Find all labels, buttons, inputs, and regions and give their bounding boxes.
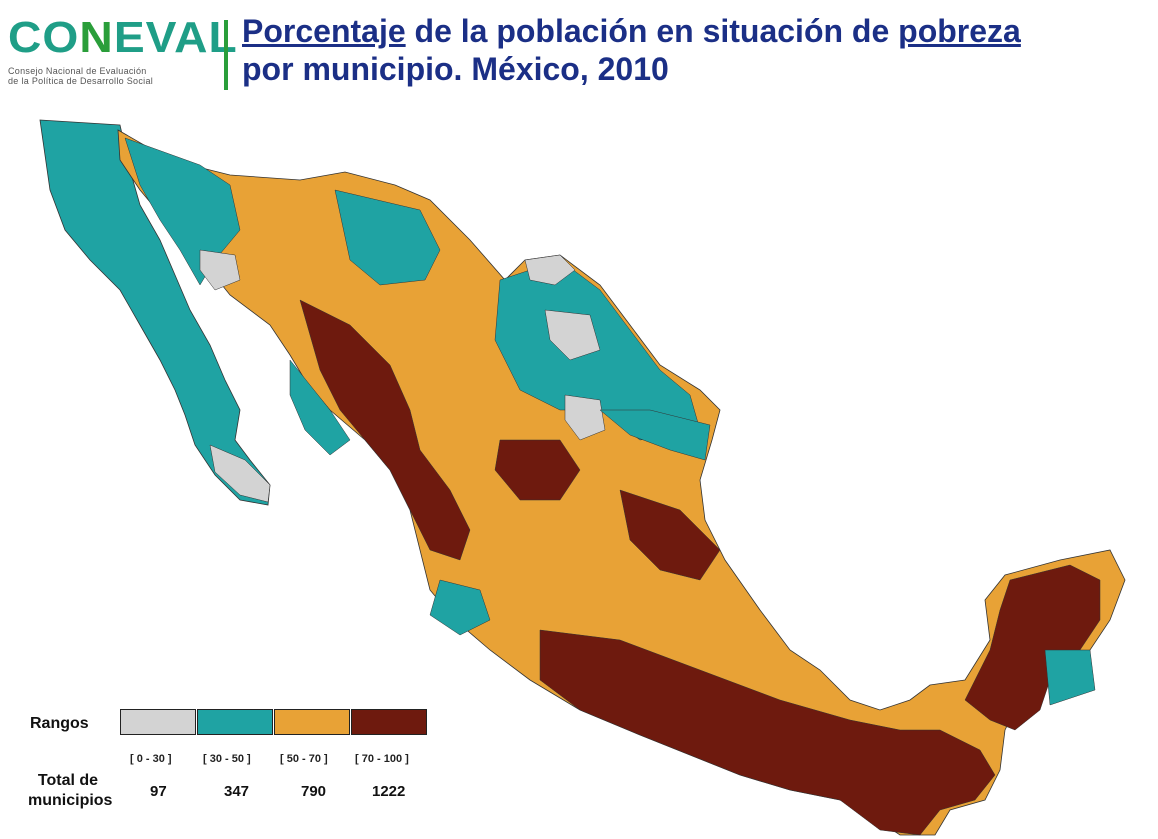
legend: Rangos [ 0 - 30 ] [ 30 - 50 ] [ 50 - 70 …	[0, 705, 470, 835]
patch-yucatan-high	[964, 564, 1101, 731]
logo-part-co: CO	[8, 13, 80, 62]
legend-count-50-70: 790	[301, 783, 327, 800]
title-word-porcentaje: Porcentaje	[242, 13, 406, 49]
title-word-pobreza: pobreza	[898, 13, 1021, 49]
patch-central-high	[494, 439, 581, 501]
logo-part-n: N	[79, 13, 114, 62]
patch-low-1	[199, 249, 241, 291]
legend-swatch-30-50	[197, 709, 273, 735]
logo-part-eval: EVAL	[113, 13, 238, 62]
logo-subtitle-line-2: de la Política de Desarrollo Social	[8, 76, 154, 86]
legend-total-label-line-1: Total de	[37, 772, 99, 789]
legend-count-70-100: 1222	[372, 783, 406, 800]
legend-swatch-0-30	[120, 709, 196, 735]
patch-low-4	[209, 444, 271, 503]
patch-sinaloa	[289, 359, 351, 456]
logo-wordmark: CONEVAL	[8, 13, 237, 62]
patch-jalisco	[429, 579, 491, 636]
patch-chihuahua	[334, 189, 441, 286]
patch-low-5	[564, 394, 606, 441]
patch-low-3	[544, 309, 601, 361]
logo-subtitle: Consejo Nacional de Evaluación de la Pol…	[8, 66, 208, 86]
legend-total-label: Total de municipios	[28, 771, 113, 811]
legend-count-30-50: 347	[224, 783, 250, 800]
legend-count-0-30: 97	[150, 783, 167, 800]
title-middle: de la población en situación de	[405, 13, 899, 49]
legend-swatch-70-100	[351, 709, 427, 735]
coneval-logo: CONEVAL Consejo Nacional de Evaluación d…	[8, 16, 237, 87]
legend-rangos-label: Rangos	[30, 715, 89, 732]
title-line-2: por municipio. México, 2010	[242, 51, 669, 87]
mexico-poverty-map	[39, 119, 1126, 836]
patch-south-high	[539, 629, 996, 836]
legend-range-30-50: [ 30 - 50 ]	[203, 753, 251, 765]
legend-range-70-100: [ 70 - 100 ]	[355, 753, 409, 765]
patch-huasteca	[619, 489, 721, 581]
page-title: Porcentaje de la población en situación …	[242, 12, 1152, 88]
patch-yucatan-teal	[1044, 649, 1096, 706]
patch-tamaulipas	[599, 409, 711, 461]
legend-swatch-50-70	[274, 709, 350, 735]
legend-total-label-line-2: municipios	[28, 792, 113, 809]
header: CONEVAL Consejo Nacional de Evaluación d…	[0, 0, 1158, 110]
legend-range-0-30: [ 0 - 30 ]	[130, 753, 172, 765]
patch-low-2	[524, 254, 576, 286]
title-divider	[224, 20, 228, 90]
logo-subtitle-line-1: Consejo Nacional de Evaluación	[8, 66, 147, 76]
map-patches	[124, 137, 1101, 836]
legend-range-50-70: [ 50 - 70 ]	[280, 753, 328, 765]
patch-sierra-madre	[299, 299, 471, 561]
